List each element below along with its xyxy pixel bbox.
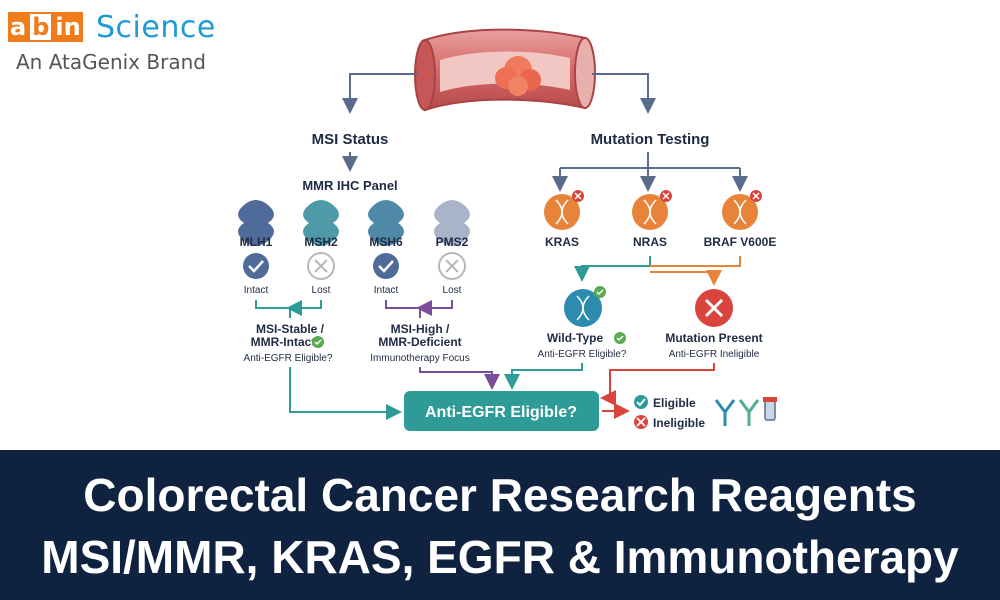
protein-pms2: PMS2 Lost — [434, 200, 470, 296]
footer-title-line1: Colorectal Cancer Research Reagents — [83, 469, 917, 521]
wild-type-sub: Anti-EGFR Eligible? — [538, 349, 627, 360]
protein-icon — [238, 200, 274, 246]
arrow-vessel-to-mutation — [592, 73, 656, 114]
connector-mutation — [650, 256, 741, 282]
mutation-present-node: Mutation Present Anti-EGFR Ineligible — [665, 289, 763, 360]
check-badge-icon — [614, 332, 626, 344]
check-icon — [373, 253, 399, 279]
connector-wild-type — [574, 256, 651, 282]
mutation-present-title: Mutation Present — [665, 331, 762, 345]
gene-label: BRAF V600E — [704, 235, 777, 249]
gene-nras: NRAS — [632, 190, 672, 249]
protein-icon — [434, 200, 470, 246]
cross-icon — [695, 289, 733, 327]
arrow-vessel-to-msi — [342, 73, 418, 114]
msi-status-label: MSI Status — [312, 131, 389, 148]
antibody-icon — [738, 399, 760, 426]
cross-badge-icon — [634, 415, 648, 429]
legend-eligible: Eligible — [653, 396, 696, 410]
msi-stable-sub: Anti-EGFR Eligible? — [244, 353, 333, 364]
legend-ineligible: Ineligible — [653, 416, 705, 430]
check-badge-icon — [634, 395, 648, 409]
gene-braf: BRAF V600E — [704, 190, 777, 249]
brand-science: Science — [96, 10, 216, 45]
arrow-stable-to-center — [289, 367, 402, 420]
protein-label: MLH1 — [240, 235, 273, 249]
msi-high-sub: Immunotherapy Focus — [370, 353, 470, 364]
brand-logo: a b in Science An AtaGenix Brand — [8, 8, 248, 78]
msi-stable-line1: MSI-Stable / — [256, 322, 325, 336]
msi-high-line2: MMR-Deficient — [378, 335, 461, 349]
gene-label: NRAS — [633, 235, 667, 249]
anti-egfr-center-box: Anti-EGFR Eligible? — [404, 391, 599, 431]
protein-status: Intact — [374, 285, 399, 296]
protein-msh2: MSH2 Lost — [303, 200, 339, 296]
mutation-present-sub: Anti-EGFR Ineligible — [669, 349, 760, 360]
brand-abin-a: a — [8, 12, 29, 42]
protein-icon — [303, 200, 339, 246]
tumor-icon — [495, 56, 541, 96]
footer-title-line2: MSI/MMR, KRAS, EGFR & Immunotherapy — [41, 531, 959, 583]
cross-icon — [307, 252, 335, 280]
protein-status: Lost — [312, 285, 331, 296]
protein-msh6: MSH6 Intact — [368, 200, 404, 296]
arrow-mutation-to-center — [600, 363, 715, 406]
protein-label: PMS2 — [436, 235, 469, 249]
dna-icon — [564, 289, 602, 327]
vial-icon — [763, 397, 777, 421]
cross-badge-icon — [750, 190, 762, 202]
dna-icon — [632, 194, 668, 230]
protein-label: MSH6 — [369, 235, 403, 249]
protein-status: Lost — [443, 285, 462, 296]
dna-icon — [544, 194, 580, 230]
brand-abin-mark: a b in — [8, 12, 83, 42]
brand-abin-b: b — [28, 12, 54, 42]
connector-stable — [255, 300, 322, 318]
mutation-testing-label: Mutation Testing — [591, 131, 710, 148]
wild-type-title: Wild-Type — [547, 331, 604, 345]
arrow-to-kras — [559, 152, 741, 186]
protein-status: Intact — [244, 285, 269, 296]
check-badge-icon — [312, 336, 324, 348]
brand-tagline: An AtaGenix Brand — [16, 50, 206, 74]
check-icon — [243, 253, 269, 279]
wild-type-node: Wild-Type Anti-EGFR Eligible? — [538, 286, 627, 360]
gene-label: KRAS — [545, 235, 579, 249]
cross-badge-icon — [660, 190, 672, 202]
gene-kras: KRAS — [544, 190, 584, 249]
msi-stable-line2: MMR-Intact — [251, 335, 316, 349]
dna-icon — [722, 194, 758, 230]
check-badge-icon — [594, 286, 606, 298]
brand-abin-in: in — [53, 12, 83, 42]
protein-label: MSH2 — [304, 235, 338, 249]
cross-icon — [438, 252, 466, 280]
msi-high-line1: MSI-High / — [391, 322, 450, 336]
workflow-diagram: MSI Status Mutation Testing MMR IHC Pane… — [238, 28, 777, 431]
connector-high — [385, 300, 453, 318]
footer-banner: Colorectal Cancer Research Reagents MSI/… — [0, 450, 1000, 600]
protein-mlh1: MLH1 Intact — [238, 200, 274, 296]
mmr-panel-label: MMR IHC Panel — [302, 178, 397, 193]
cross-badge-icon — [572, 190, 584, 202]
legend: Eligible Ineligible — [634, 395, 705, 430]
protein-icon — [368, 200, 404, 246]
antibody-icon — [714, 399, 736, 426]
center-box-label: Anti-EGFR Eligible? — [425, 404, 577, 421]
colon-vessel-illustration — [414, 28, 596, 112]
arrow-high-to-center — [419, 367, 500, 390]
arrow-wild-to-center — [504, 363, 583, 390]
